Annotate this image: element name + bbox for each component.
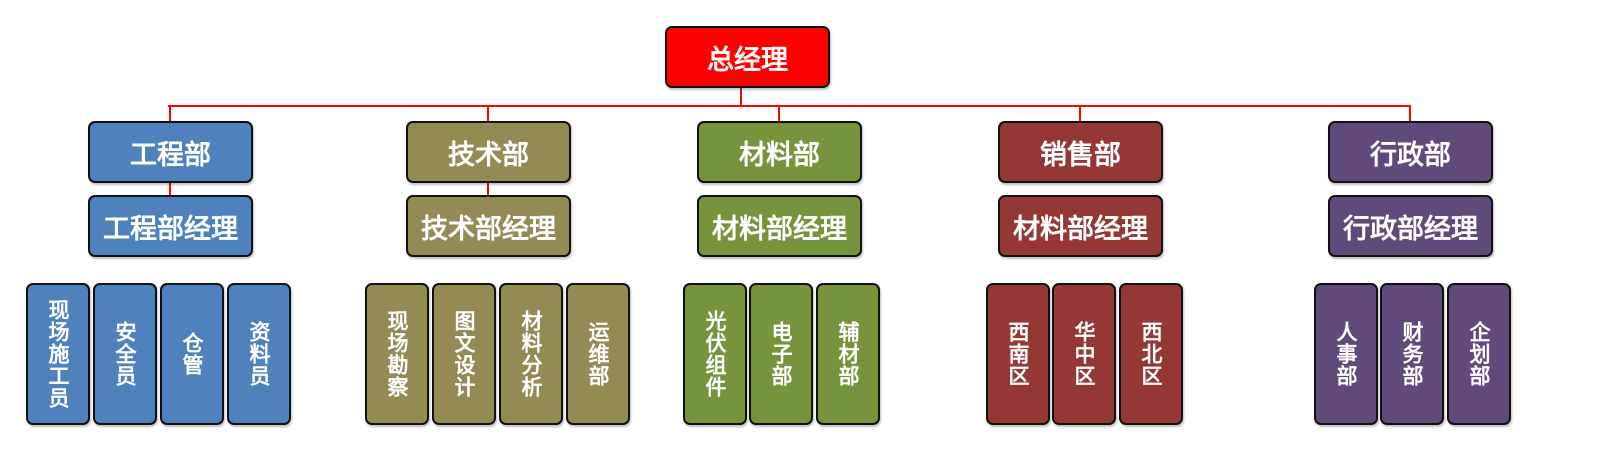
department-node: 销售部	[998, 121, 1163, 183]
unit-node: 现场勘察	[365, 283, 429, 425]
unit-node: 仓管	[160, 283, 224, 425]
root-node-general-manager: 总经理	[665, 26, 830, 88]
unit-node: 西南区	[986, 283, 1050, 425]
connector-department	[487, 105, 489, 122]
unit-node: 材料分析	[499, 283, 563, 425]
unit-node: 光伏组件	[683, 283, 747, 425]
unit-node: 人事部	[1314, 283, 1378, 425]
connector-department	[169, 105, 171, 122]
connector-department	[778, 105, 780, 122]
unit-node: 华中区	[1052, 283, 1116, 425]
department-node: 材料部	[697, 121, 862, 183]
manager-node: 工程部经理	[88, 195, 253, 257]
unit-node: 现场施工员	[26, 283, 90, 425]
connector-horizontal	[168, 105, 1410, 107]
unit-node: 图文设计	[432, 283, 496, 425]
manager-node: 材料部经理	[998, 195, 1163, 257]
connector-manager	[169, 182, 171, 196]
manager-node: 行政部经理	[1328, 195, 1493, 257]
unit-node: 运维部	[566, 283, 630, 425]
connector-manager	[487, 182, 489, 196]
unit-node: 辅材部	[816, 283, 880, 425]
department-node: 工程部	[88, 121, 253, 183]
unit-node: 企划部	[1447, 283, 1511, 425]
department-node: 技术部	[406, 121, 571, 183]
unit-node: 西北区	[1119, 283, 1183, 425]
manager-node: 技术部经理	[406, 195, 571, 257]
connector-department	[1409, 105, 1411, 122]
unit-node: 安全员	[93, 283, 157, 425]
unit-node: 资料员	[227, 283, 291, 425]
unit-node: 财务部	[1380, 283, 1444, 425]
unit-node: 电子部	[749, 283, 813, 425]
manager-node: 材料部经理	[697, 195, 862, 257]
connector-root	[740, 87, 742, 107]
connector-department	[1079, 105, 1081, 122]
department-node: 行政部	[1328, 121, 1493, 183]
